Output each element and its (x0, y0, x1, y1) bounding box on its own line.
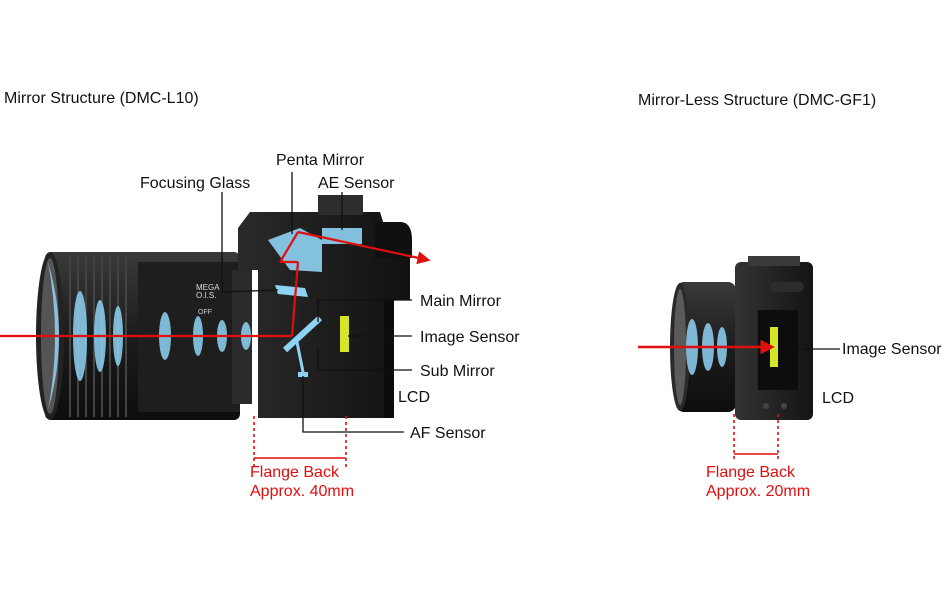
label-af-sensor: AF Sensor (410, 425, 486, 442)
sub-mirror-shape (295, 341, 305, 373)
dslr-flange-markers (253, 416, 347, 470)
label-lcd-right: LCD (822, 390, 855, 407)
label-sub-mirror: Sub Mirror (420, 363, 495, 380)
dslr-light-path (0, 230, 431, 338)
label-penta-mirror: Penta Mirror (276, 152, 365, 169)
dslr-image-sensor-shape (340, 316, 349, 352)
dslr-camera (0, 172, 431, 470)
label-flange-back-right: Flange Back (706, 464, 795, 481)
af-sensor-shape (298, 372, 308, 377)
lens-mega-text: MEGA (196, 283, 220, 292)
label-flange-distance-right: Approx. 20mm (706, 483, 811, 500)
lens-ois-text: O.I.S. (196, 291, 216, 300)
mirrorless-body (735, 256, 813, 420)
label-flange-back-left: Flange Back (250, 464, 339, 481)
dslr-body (238, 195, 412, 418)
dslr-leader-lines (221, 172, 412, 433)
penta-mirror-shape (268, 228, 322, 272)
mirrorless-flange-markers (733, 414, 779, 462)
label-main-mirror: Main Mirror (420, 293, 501, 310)
main-mirror-shape (282, 315, 323, 353)
mirrorless-camera (638, 256, 840, 462)
label-image-sensor-left: Image Sensor (420, 329, 520, 346)
label-image-sensor-right: Image Sensor (842, 341, 942, 358)
title-mirrorless-structure: Mirror-Less Structure (DMC-GF1) (638, 92, 877, 109)
focusing-glass-shape (275, 285, 308, 297)
title-mirror-structure: Mirror Structure (DMC-L10) (4, 90, 199, 107)
lens-off-text: OFF (198, 309, 212, 316)
label-focusing-glass: Focusing Glass (140, 175, 251, 192)
label-ae-sensor: AE Sensor (318, 175, 395, 192)
label-lcd-left: LCD (398, 389, 431, 406)
label-flange-distance-left: Approx. 40mm (250, 483, 355, 500)
